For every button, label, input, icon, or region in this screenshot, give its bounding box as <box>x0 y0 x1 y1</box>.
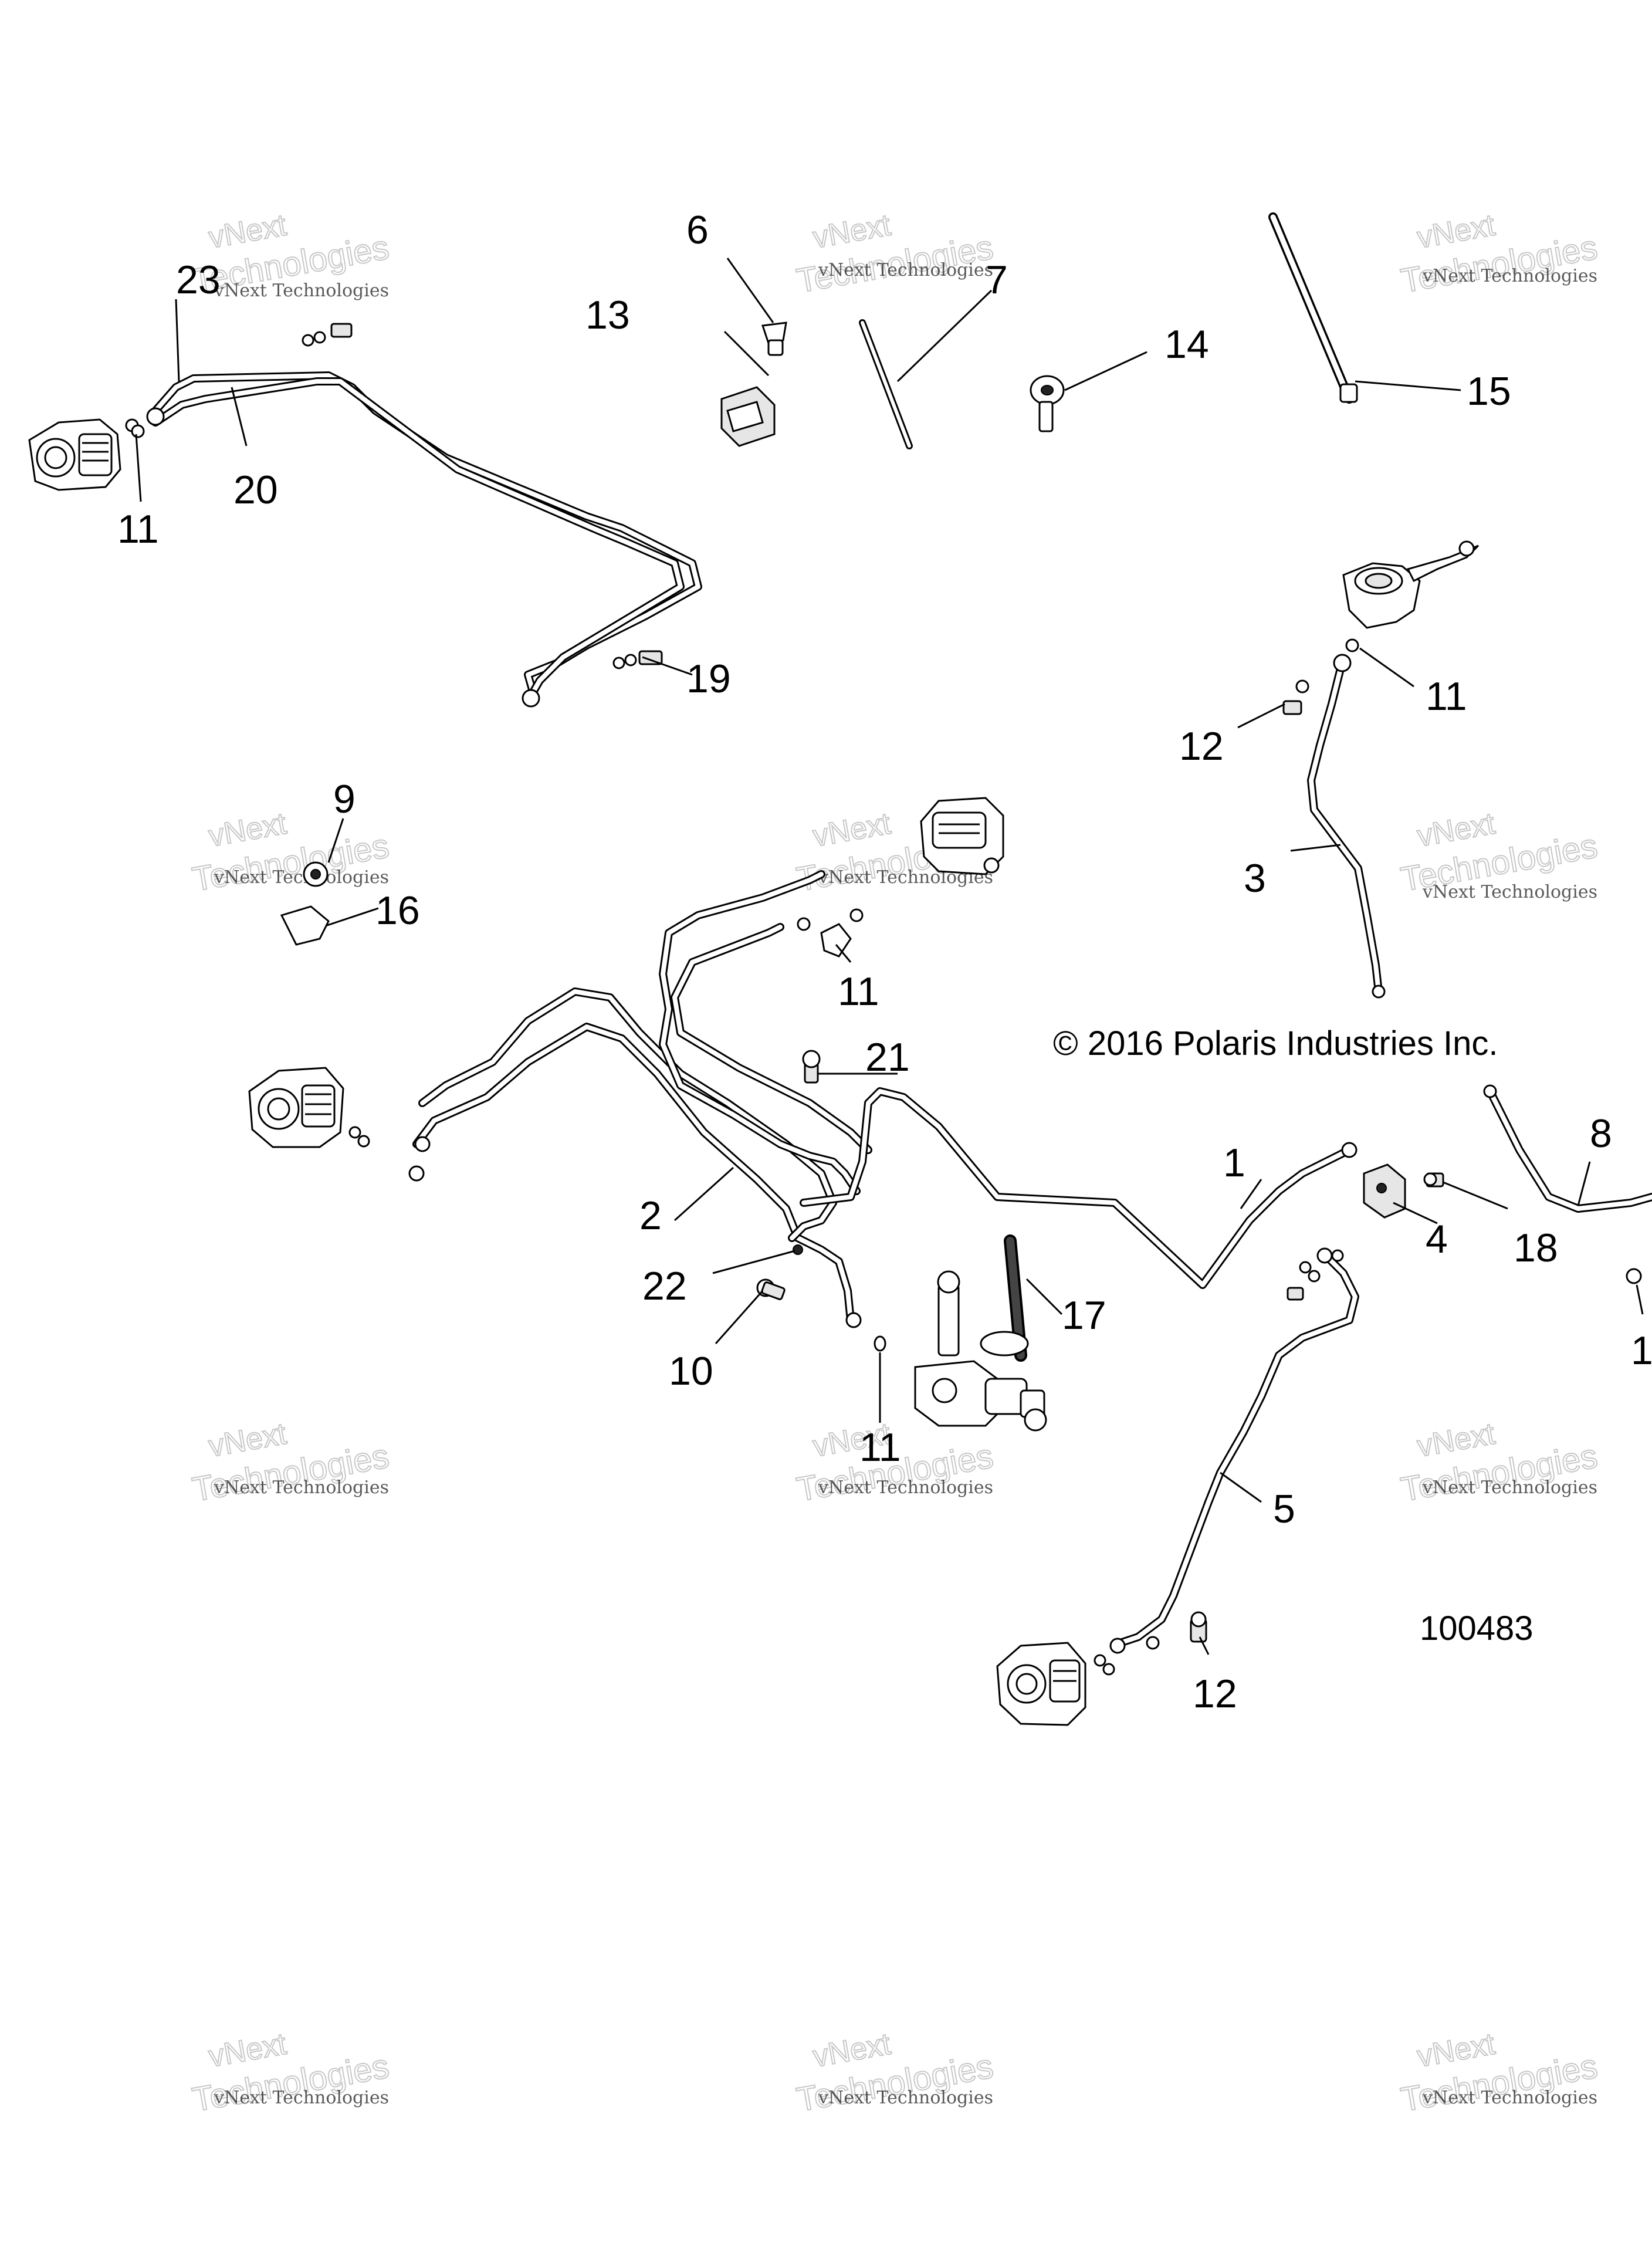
front-brake-line-assembly <box>348 870 1358 1328</box>
washers-top <box>302 323 353 347</box>
caliper-rear-bottom <box>996 1642 1086 1726</box>
brake-line-1 <box>800 1087 1353 1289</box>
part-7-rod <box>859 319 913 449</box>
bolt-12-right <box>1282 679 1309 715</box>
brake-line-right-branch <box>671 923 872 1154</box>
washers-19 <box>612 650 663 669</box>
part-22-washer <box>793 1244 803 1255</box>
part-15-rod <box>1268 212 1358 404</box>
brake-line-3 <box>1307 654 1386 999</box>
callout-22: 22 <box>642 1264 687 1308</box>
part-12-bottom-bolt <box>1190 1611 1207 1643</box>
watermark-text: vNext Technologies <box>214 280 389 301</box>
callout-13: 13 <box>585 293 630 337</box>
callout-8: 8 <box>1590 1111 1612 1156</box>
callout-10: 10 <box>669 1349 713 1393</box>
watermark-text: vNext Technologies <box>1422 2088 1597 2108</box>
part-12-clip-mid <box>820 923 852 958</box>
callout-12: 12 <box>1193 1672 1237 1716</box>
callout-3: 3 <box>1244 856 1266 901</box>
callout-11: 11 <box>117 507 159 552</box>
part-14-clamp <box>1030 375 1065 432</box>
watermark-text: vNext Technologies <box>818 260 993 280</box>
caliper-front-right <box>920 797 1004 875</box>
washer-11-right <box>1345 638 1359 652</box>
part-10-bolt <box>756 1278 786 1300</box>
brake-line-to-right-caliper <box>659 870 861 1195</box>
callout-leader-lines <box>135 258 1644 1655</box>
callout-16: 16 <box>375 888 420 933</box>
washer-11-bottom <box>874 1335 886 1352</box>
caliper-rear-left <box>28 418 121 491</box>
callout-15: 15 <box>1467 369 1511 414</box>
watermark-text: vNext Technologies <box>214 2088 389 2108</box>
callout-11: 11 <box>1426 674 1467 719</box>
callout-5: 5 <box>1273 1487 1295 1531</box>
callout-9: 9 <box>333 777 356 821</box>
watermark-text: vNext Technologies <box>214 1477 389 1498</box>
washer-11-top <box>125 418 145 438</box>
part-12-right-bolt <box>1626 1268 1642 1284</box>
callout-2: 2 <box>639 1193 662 1238</box>
copyright-notice: © 2016 Polaris Industries Inc. <box>1053 1024 1498 1063</box>
watermark-text: vNext Technologies <box>818 2088 993 2108</box>
callout-20: 20 <box>233 468 278 512</box>
callout-4: 4 <box>1426 1217 1448 1261</box>
callout-21: 21 <box>865 1035 910 1080</box>
watermark-layer: vNext Technologies vNext Technologies vN… <box>189 208 1601 2120</box>
brake-line-23-inner <box>153 379 683 703</box>
part-21-bolt <box>802 1050 821 1084</box>
rear-brake-line-assembly <box>125 323 702 708</box>
part-13-bracket <box>720 386 776 447</box>
watermark-text: vNext Technologies <box>1422 1477 1597 1498</box>
part-o-ring <box>980 1331 1029 1356</box>
part-18-bolt <box>1423 1172 1444 1188</box>
watermark-text: vNext Technologies <box>214 867 389 888</box>
callout-1: 1 <box>1223 1141 1245 1185</box>
callout-23: 23 <box>176 258 221 302</box>
callout-12: 11 <box>838 969 879 1014</box>
callout-12: 12 <box>1631 1328 1652 1373</box>
watermark: vNext Technologies <box>793 208 997 301</box>
brake-line-5 <box>1094 1247 1359 1676</box>
callout-14: 14 <box>1164 322 1209 367</box>
part-16-clip <box>280 905 330 946</box>
brake-line-8 <box>1483 1084 1652 1213</box>
watermark-text: vNext Technologies <box>1422 882 1597 902</box>
part-6-bleeder <box>761 322 787 356</box>
banjo-fitting <box>146 407 540 708</box>
brake-line-2-upper <box>418 987 837 1242</box>
watermark-text: vNext Technologies <box>818 1477 993 1498</box>
diagram-reference-number: 100483 <box>1420 1609 1533 1648</box>
callout-11: 11 <box>859 1425 901 1470</box>
callout-17: 17 <box>1062 1293 1106 1338</box>
callout-6: 6 <box>686 208 709 252</box>
brake-line-23 <box>151 377 685 705</box>
callout-labels: 23 20 11 19 13 6 7 14 15 11 12 3 9 16 11… <box>117 208 1652 1716</box>
watermark-text: vNext Technologies <box>1422 266 1597 286</box>
part-4-junction-block <box>1363 1163 1406 1219</box>
part-9-nut <box>303 861 329 887</box>
callout-19: 19 <box>686 657 731 701</box>
handlebar-master-cylinder <box>1342 540 1480 629</box>
callout-12: 12 <box>1179 724 1224 769</box>
foot-brake-master-cylinder <box>914 1270 1047 1432</box>
caliper-front-left <box>248 1067 344 1148</box>
callout-18: 18 <box>1514 1226 1558 1270</box>
callout-7: 7 <box>986 258 1008 302</box>
